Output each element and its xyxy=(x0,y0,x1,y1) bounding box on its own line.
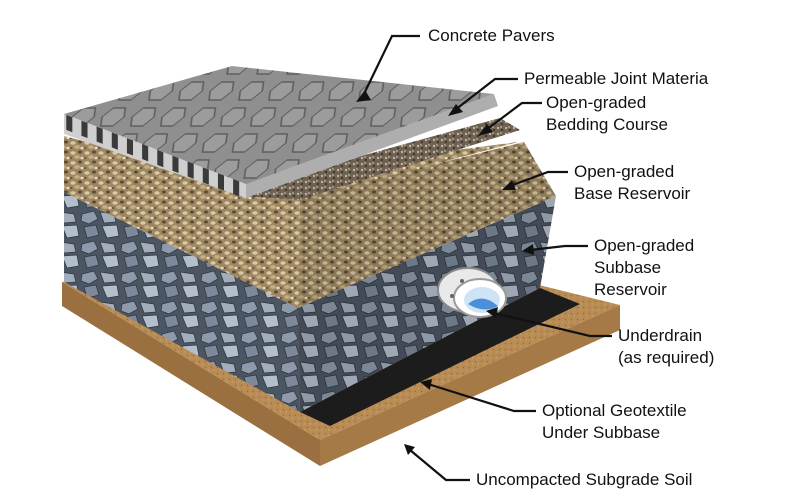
geotextile-layer xyxy=(300,288,580,426)
label-underdrain: Underdrain (as required) xyxy=(618,326,715,367)
paver-front xyxy=(64,114,246,198)
paver-joint xyxy=(202,167,209,185)
label-geotextile: Optional Geotextile Under Subbase xyxy=(542,401,687,442)
paver-surface xyxy=(64,66,494,184)
paver-joint xyxy=(111,132,118,150)
leader-subgrade-soil xyxy=(409,449,470,482)
paver-joint xyxy=(233,179,240,197)
arrow-bedding-course xyxy=(478,124,493,136)
leader-geotextile xyxy=(427,382,536,413)
arrow-joint-material xyxy=(448,104,463,116)
leader-joint-material xyxy=(454,77,518,111)
arrow-subgrade-soil xyxy=(404,444,415,455)
paver-side xyxy=(246,94,498,198)
subgrade-soil-front xyxy=(62,282,320,466)
leader-bedding-course xyxy=(485,101,542,131)
label-concrete-pavers: Concrete Pavers xyxy=(428,26,555,45)
base-reservoir-side xyxy=(298,142,556,308)
subgrade-soil-side xyxy=(320,305,620,466)
paver-joints xyxy=(66,114,240,197)
arrow-subbase-reservoir xyxy=(522,244,534,255)
label-bedding-course: Open-graded Bedding Course xyxy=(546,93,668,134)
leader-concrete-pavers xyxy=(361,34,420,99)
bedding-course xyxy=(240,118,520,200)
leader-underdrain xyxy=(493,311,612,338)
label-subbase-reservoir: Open-graded Subbase Reservoir xyxy=(594,236,695,299)
underdrain-pipe xyxy=(437,267,507,318)
leader-base-reservoir xyxy=(509,170,568,188)
label-base-reservoir: Open-graded Base Reservoir xyxy=(574,162,691,203)
paver-joint xyxy=(217,173,225,191)
subbase-side xyxy=(298,196,556,412)
paver-joint xyxy=(187,161,194,179)
subbase-front xyxy=(64,192,300,412)
arrow-concrete-pavers xyxy=(356,90,371,102)
leader-subbase-reservoir xyxy=(529,244,588,252)
paver-joint xyxy=(157,149,164,168)
arrow-geotextile xyxy=(420,379,432,390)
paver-joint xyxy=(142,144,149,162)
base-reservoir-front xyxy=(64,136,300,308)
label-subgrade-soil: Uncompacted Subgrade Soil xyxy=(476,470,693,489)
paver-joint xyxy=(81,120,88,139)
arrow-underdrain xyxy=(486,307,498,318)
paver-joint xyxy=(126,138,134,156)
arrow-base-reservoir xyxy=(502,180,516,190)
paver-joint xyxy=(66,114,73,133)
label-joint-material: Permeable Joint Materia xyxy=(524,69,709,88)
paver-joint xyxy=(96,126,103,144)
paver-joint xyxy=(172,155,179,174)
leader-lines xyxy=(361,34,612,482)
